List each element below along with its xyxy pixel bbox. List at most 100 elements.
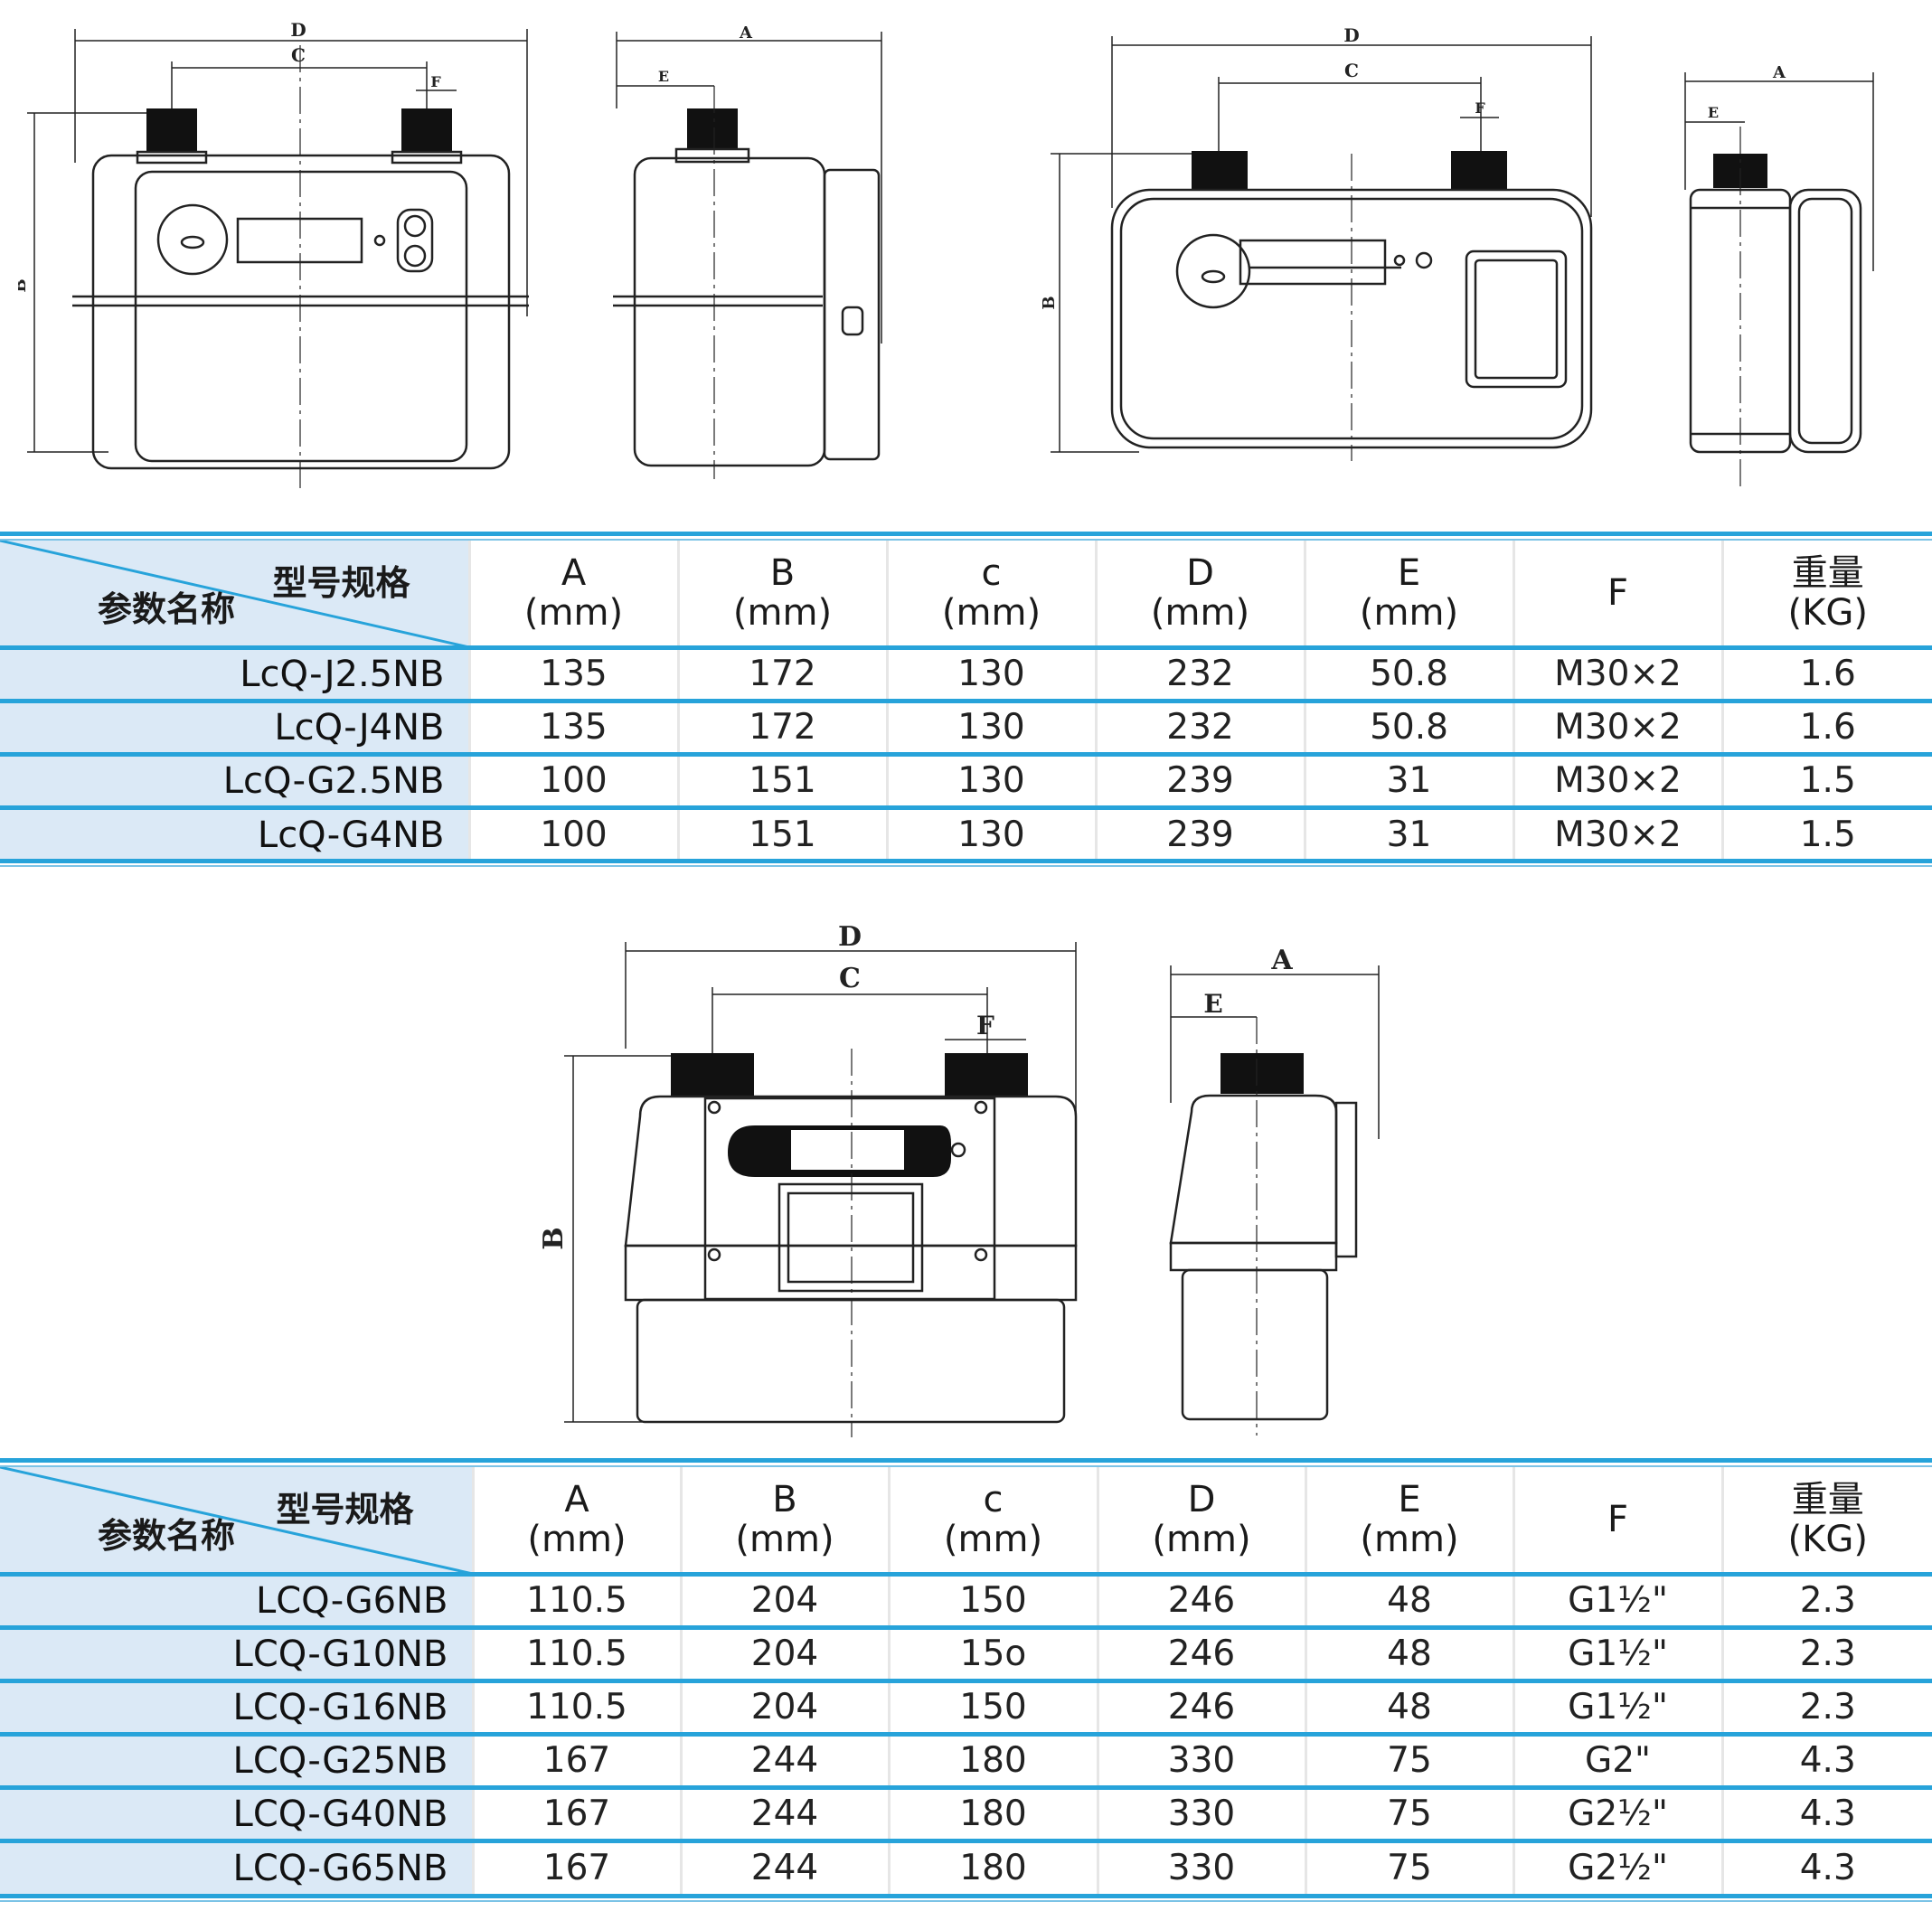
value-weight: 1.6 xyxy=(1720,701,1932,754)
value-a: 135 xyxy=(467,701,678,754)
corner-diagonal xyxy=(0,1467,473,1574)
value-a: 167 xyxy=(471,1734,681,1787)
model-name: LCQ-G25NB xyxy=(0,1734,473,1787)
value-weight: 4.3 xyxy=(1720,1840,1932,1894)
value-c: 180 xyxy=(887,1787,1098,1840)
drawing-meter-j-front: D C F B xyxy=(18,18,542,497)
dim-label-b: B xyxy=(538,1227,570,1249)
model-name: LCQ-G6NB xyxy=(0,1574,473,1627)
corner-label-model: 型号规格 xyxy=(272,563,410,603)
value-a: 110.5 xyxy=(471,1680,681,1734)
value-e: 48 xyxy=(1304,1680,1513,1734)
drawing-meter-large-side: A E xyxy=(1157,940,1392,1446)
col-head-c: c(mm) xyxy=(887,1467,1098,1574)
value-f: G1½" xyxy=(1512,1574,1722,1627)
dim-label-a: A xyxy=(739,24,753,42)
value-b: 172 xyxy=(676,647,887,701)
model-name: LcQ-G4NB xyxy=(0,807,469,861)
value-b: 204 xyxy=(679,1680,889,1734)
value-b: 172 xyxy=(676,701,887,754)
value-weight: 1.5 xyxy=(1720,807,1932,861)
value-weight: 2.3 xyxy=(1720,1627,1932,1680)
col-head-e: E(mm) xyxy=(1303,541,1513,647)
dim-label-c: C xyxy=(291,44,306,66)
value-c: 150 xyxy=(887,1680,1098,1734)
col-head-d: D(mm) xyxy=(1094,541,1305,647)
value-e: 50.8 xyxy=(1303,647,1513,701)
dim-label-d: D xyxy=(838,922,862,953)
value-weight: 1.5 xyxy=(1720,754,1932,807)
table1-top-rule xyxy=(0,532,1932,536)
value-e: 48 xyxy=(1304,1627,1513,1680)
value-a: 135 xyxy=(467,647,678,701)
value-f: G2½" xyxy=(1512,1787,1722,1840)
value-e: 75 xyxy=(1304,1840,1513,1894)
model-name: LCQ-G10NB xyxy=(0,1627,473,1680)
dim-label-f: F xyxy=(976,1011,994,1040)
value-d: 330 xyxy=(1096,1787,1305,1840)
value-f: G2½" xyxy=(1512,1840,1722,1894)
col-head-b: B(mm) xyxy=(679,1467,889,1574)
value-a: 100 xyxy=(467,807,678,861)
dim-label-d: D xyxy=(1343,27,1359,46)
model-name: LCQ-G16NB xyxy=(0,1680,473,1734)
col-head-a: A(mm) xyxy=(467,541,678,647)
value-c: 130 xyxy=(885,647,1096,701)
value-weight: 4.3 xyxy=(1720,1787,1932,1840)
value-c: 130 xyxy=(885,807,1096,861)
value-f: G2" xyxy=(1512,1734,1722,1787)
dim-label-d: D xyxy=(290,19,306,41)
drawing-meter-g-front: D C F B xyxy=(1040,27,1600,497)
model-name: LcQ-G2.5NB xyxy=(0,754,469,807)
corner-label-param: 参数名称 xyxy=(98,1515,236,1556)
model-name: LcQ-J4NB xyxy=(0,701,469,754)
table1-top-rule-inner xyxy=(0,539,1932,541)
table-row: LCQ-G16NB 110.5 204 150 246 48 G1½" 2.3 xyxy=(0,1680,1932,1734)
dim-label-c: C xyxy=(1344,60,1359,81)
value-b: 151 xyxy=(676,807,887,861)
table2-header-row: 型号规格 参数名称 A(mm) B(mm) c(mm) D(mm) E(mm) … xyxy=(0,1467,1932,1574)
value-d: 246 xyxy=(1096,1627,1305,1680)
value-a: 110.5 xyxy=(471,1627,681,1680)
value-b: 244 xyxy=(679,1734,889,1787)
dim-label-e: E xyxy=(1203,989,1222,1019)
col-head-a: A(mm) xyxy=(471,1467,681,1574)
table2-top-rule-inner xyxy=(0,1465,1932,1467)
value-d: 246 xyxy=(1096,1574,1305,1627)
value-a: 167 xyxy=(471,1840,681,1894)
col-head-e: E(mm) xyxy=(1304,1467,1513,1574)
value-a: 100 xyxy=(467,754,678,807)
table-row: LcQ-G2.5NB 100 151 130 239 31 M30×2 1.5 xyxy=(0,754,1932,807)
drawing-meter-large-front: D C F B xyxy=(533,922,1094,1446)
value-f: G1½" xyxy=(1512,1627,1722,1680)
table2-bottom-rule xyxy=(0,1894,1932,1898)
dim-label-e: E xyxy=(658,68,669,85)
value-c: 130 xyxy=(885,754,1096,807)
table-row: LcQ-G4NB 100 151 130 239 31 M30×2 1.5 xyxy=(0,807,1932,861)
corner-diagonal xyxy=(0,541,469,647)
table-row: LCQ-G40NB 167 244 180 330 75 G2½" 4.3 xyxy=(0,1787,1932,1840)
corner-label-model: 型号规格 xyxy=(276,1490,414,1530)
value-e: 31 xyxy=(1303,754,1513,807)
value-weight: 2.3 xyxy=(1720,1574,1932,1627)
value-b: 244 xyxy=(679,1787,889,1840)
dim-label-e: E xyxy=(1708,104,1719,121)
col-head-d: D(mm) xyxy=(1096,1467,1305,1574)
value-d: 232 xyxy=(1094,647,1305,701)
value-d: 330 xyxy=(1096,1734,1305,1787)
value-f: G1½" xyxy=(1512,1680,1722,1734)
value-d: 232 xyxy=(1094,701,1305,754)
col-head-f: F xyxy=(1512,1467,1722,1574)
corner-label-param: 参数名称 xyxy=(98,588,236,629)
value-b: 151 xyxy=(676,754,887,807)
value-b: 244 xyxy=(679,1840,889,1894)
value-c: 180 xyxy=(887,1734,1098,1787)
table2-top-rule xyxy=(0,1458,1932,1463)
value-f: M30×2 xyxy=(1512,647,1722,701)
col-head-c: c(mm) xyxy=(885,541,1096,647)
value-d: 239 xyxy=(1094,807,1305,861)
value-d: 330 xyxy=(1096,1840,1305,1894)
value-e: 50.8 xyxy=(1303,701,1513,754)
value-c: 130 xyxy=(885,701,1096,754)
value-d: 239 xyxy=(1094,754,1305,807)
